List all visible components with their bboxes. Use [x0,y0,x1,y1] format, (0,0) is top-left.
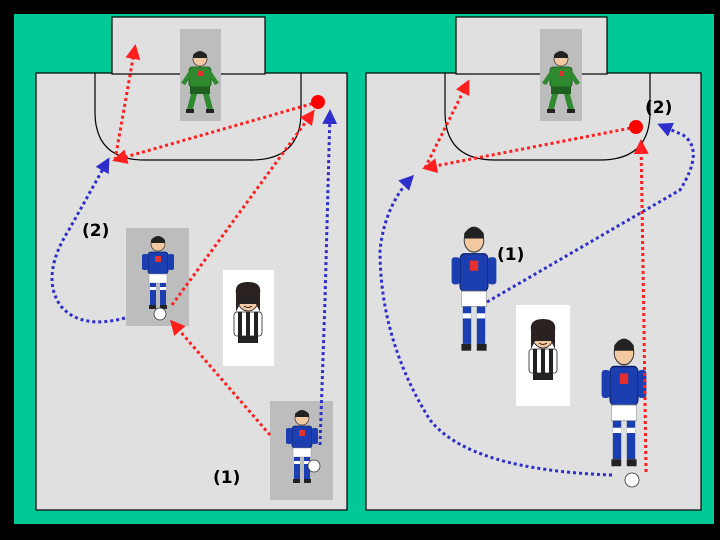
right-ball [629,120,643,134]
left-shot [113,44,141,161]
left-pass-two [170,109,315,306]
left-ball [311,95,325,109]
right-label-two: (2) [645,98,672,118]
right-attacker-two [600,337,648,488]
left-label-one: (1) [213,468,240,488]
left-attacker-two [126,228,189,326]
right-run-one [486,122,695,304]
right-pitch [365,72,702,511]
left-panel: (2) (1) [35,16,348,511]
left-goalkeeper [180,29,221,121]
right-goalkeeper [540,29,582,121]
left-run-two [50,157,126,324]
right-goal-area [455,16,608,75]
left-cross [112,100,319,164]
left-pass-one [170,319,272,436]
left-run-one [318,109,338,446]
right-run-two [378,174,613,477]
right-defender [516,305,570,406]
right-penalty-arc [444,73,651,161]
left-label-two: (2) [82,221,109,241]
left-attacker-one [270,401,333,500]
right-label-one: (1) [497,245,524,265]
right-panel: (1) (2) [365,16,702,511]
left-penalty-arc [94,73,302,161]
right-shot [423,79,470,169]
left-defender [223,270,274,366]
